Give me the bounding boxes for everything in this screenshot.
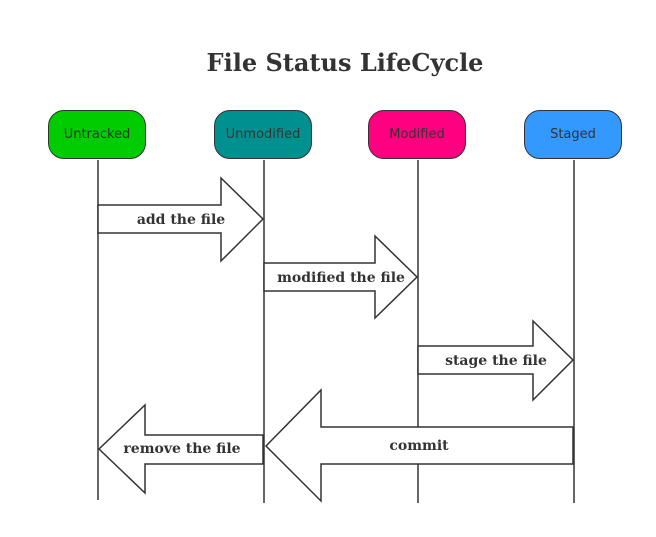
arrow-label-add-the-file: add the file: [137, 212, 225, 228]
state-label-unmodified: Unmodified: [225, 127, 301, 142]
state-label-staged: Staged: [550, 127, 596, 142]
diagram-title: File Status LifeCycle: [206, 48, 484, 77]
state-unmodified: Unmodified: [214, 110, 312, 159]
state-label-untracked: Untracked: [63, 127, 131, 142]
arrow-modified-the-file: [263, 234, 419, 320]
arrow-label-remove-the-file: remove the file: [123, 441, 240, 457]
state-modified: Modified: [368, 110, 466, 159]
arrow-add-the-file: [97, 176, 265, 263]
arrow-stage-the-file: [417, 319, 575, 402]
arrow-label-stage-the-file: stage the file: [445, 353, 547, 369]
state-staged: Staged: [524, 110, 622, 159]
state-label-modified: Modified: [389, 127, 445, 142]
arrow-label-commit: commit: [389, 438, 449, 454]
state-untracked: Untracked: [48, 110, 146, 159]
arrow-remove-the-file: [97, 403, 264, 495]
arrow-label-modified-the-file: modified the file: [277, 270, 405, 286]
arrow-commit: [264, 388, 574, 503]
